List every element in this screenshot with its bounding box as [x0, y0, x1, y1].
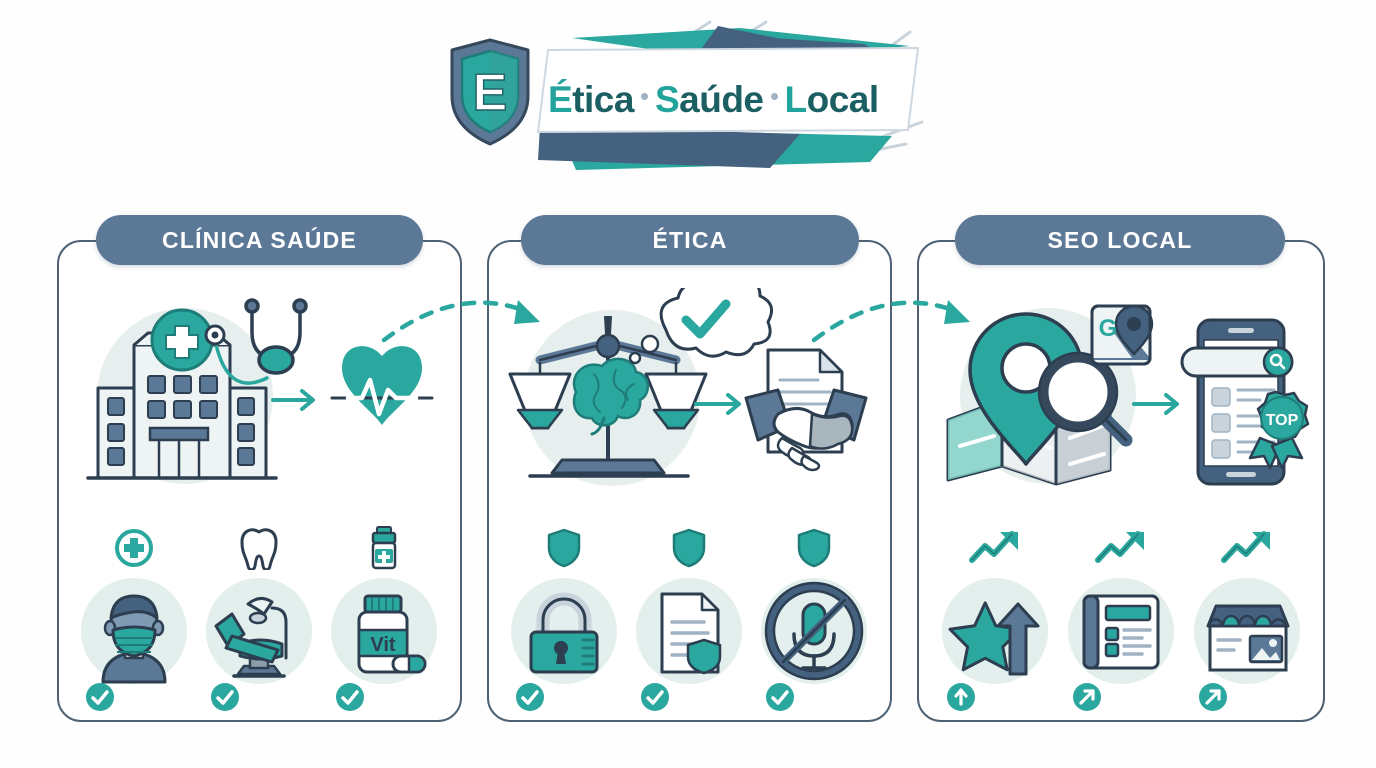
- check-badge-icon: [210, 683, 239, 711]
- icon-cell-vitamin-bottle[interactable]: Vit: [325, 522, 443, 711]
- handshake-document-icon: [744, 348, 868, 472]
- shield-icon: [797, 522, 831, 574]
- arrow-diagonal-badge-icon: [1199, 683, 1227, 711]
- storefront-icon: [1194, 578, 1300, 711]
- tooth-icon: [239, 522, 279, 574]
- dental-chair-icon: [205, 578, 312, 711]
- shield-letter: E: [473, 64, 508, 122]
- hospital-canopy: [148, 426, 210, 442]
- icon-row-etica: [502, 522, 876, 711]
- hospital-entrance-columns: [157, 440, 201, 478]
- check-badge-icon: [516, 683, 545, 711]
- panel-title-etica[interactable]: ÉTICA: [521, 215, 859, 265]
- panel-title-clinica-saude[interactable]: CLÍNICA SAÚDE: [96, 215, 423, 265]
- balance-scales-brain-icon: [508, 316, 708, 478]
- hero-etica: [500, 274, 882, 503]
- vitamin-bottle-label: Vit: [370, 634, 396, 656]
- dashed-arrow-head: [514, 300, 540, 324]
- dashed-curved-arrow-icon: [381, 300, 531, 343]
- arrow-right-icon: [271, 389, 315, 411]
- listing-page-icon: [1068, 578, 1174, 711]
- logo-banner-slate-bottom: [538, 126, 800, 168]
- hospital-windows: [107, 375, 255, 466]
- document-shield-icon: [635, 578, 742, 711]
- hero-seo-local: G: [930, 288, 1316, 503]
- icon-cell-star-growth[interactable]: [936, 522, 1054, 711]
- vitamin-bottle-icon: Vit: [330, 578, 437, 711]
- connector-clinica-to-etica: [378, 288, 558, 350]
- capsule-pill-icon: [391, 654, 427, 674]
- arrow-up-badge-icon: [947, 683, 975, 711]
- shield-icon: [450, 38, 530, 146]
- icon-row-clinica-saude: Vit: [72, 522, 446, 711]
- masked-doctor-icon: [81, 578, 188, 711]
- google-maps-badge-icon: G: [1090, 304, 1154, 366]
- arrow-right-icon: [694, 393, 741, 415]
- check-badge-icon: [640, 683, 669, 711]
- connector-etica-to-seo: [808, 288, 988, 350]
- vaccine-vial-icon: [367, 522, 401, 574]
- icon-cell-document-shield[interactable]: [630, 522, 748, 711]
- shield-icon: [547, 522, 581, 574]
- smartphone-search-results-icon: TOP: [1180, 318, 1310, 486]
- google-maps-badge-label: G: [1099, 315, 1118, 342]
- icon-row-seo-local: [932, 522, 1310, 711]
- icon-cell-dental-chair[interactable]: [200, 522, 318, 711]
- icon-cell-masked-doctor[interactable]: [75, 522, 193, 711]
- icon-cell-microphone-muted[interactable]: [755, 522, 873, 711]
- panel-title-seo-local[interactable]: SEO LOCAL: [955, 215, 1285, 265]
- arrow-right-icon: [1132, 393, 1179, 415]
- location-pin-icon: [968, 312, 1084, 466]
- magnifier-icon: [1037, 351, 1133, 447]
- dashed-curved-arrow-icon: [811, 300, 961, 343]
- icon-cell-padlock[interactable]: [505, 522, 623, 711]
- hero-clinica-saude: [70, 288, 450, 503]
- star-growth-icon: [942, 578, 1048, 711]
- padlock-icon: [511, 578, 618, 711]
- check-badge-icon: [765, 683, 794, 711]
- heartbeat-heart-icon: [330, 346, 434, 425]
- top-ribbon-badge-icon: TOP: [1248, 390, 1310, 470]
- icon-cell-listing-page[interactable]: [1062, 522, 1180, 711]
- microphone-muted-icon: [760, 578, 867, 711]
- logo-artwork: E: [450, 20, 924, 170]
- icon-cell-storefront[interactable]: [1188, 522, 1306, 711]
- brand-logo: E Ética Saúde Local: [440, 18, 940, 178]
- check-badge-icon: [86, 683, 115, 711]
- trending-up-arrow-icon: [1220, 522, 1274, 574]
- trending-up-arrow-icon: [1094, 522, 1148, 574]
- medical-cross-circle-icon: [114, 522, 154, 574]
- stethoscope-icon: [204, 298, 308, 385]
- check-badge-icon: [335, 683, 364, 711]
- medical-cross-circle-icon: [150, 308, 214, 372]
- logo-name-plate: [536, 46, 920, 134]
- arrow-diagonal-badge-icon: [1073, 683, 1101, 711]
- shield-icon: [672, 522, 706, 574]
- trending-up-arrow-icon: [968, 522, 1022, 574]
- top-ribbon-label: TOP: [1266, 412, 1299, 429]
- dashed-arrow-head: [944, 300, 970, 324]
